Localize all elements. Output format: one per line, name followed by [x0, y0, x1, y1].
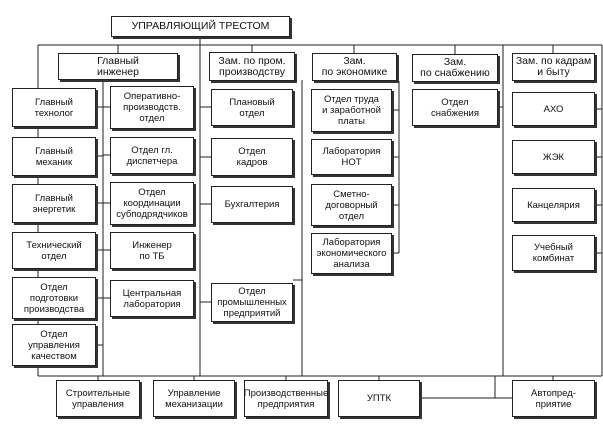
central-laboratory-box: Центральная лаборатория [110, 280, 194, 317]
technical-department-box: Технический отдел [12, 232, 96, 269]
industrial-enterprises-department-box: Отдел промышленных предприятий [211, 283, 293, 322]
motor-transport-enterprise-box: Автопред- приятие [512, 380, 595, 417]
operations-department-box: Оперативно- производств. отдел [110, 86, 194, 129]
economic-analysis-laboratory-box: Лаборатория экономического анализа [311, 233, 392, 274]
deputy-personnel-box: Зам. по кадрам и быту [512, 53, 595, 81]
subcontractor-coordination-box: Отдел координации субподрядчиков [110, 182, 194, 225]
chief-power-engineer-box: Главный энергетик [12, 184, 96, 223]
mechanization-department-box: Управление механизации [153, 380, 235, 417]
training-center-box: Учебный комбинат [512, 235, 595, 271]
labor-wages-department-box: Отдел труда и заработной платы [311, 89, 392, 132]
not-laboratory-box: Лаборатория НОТ [311, 139, 392, 175]
chief-engineer-box: Главный инженер [58, 53, 178, 80]
trust-manager-box: УПРАВЛЯЮЩИЙ ТРЕСТОМ [111, 16, 290, 37]
deputy-supply-box: Зам. по снабжению [412, 54, 498, 82]
estimate-contract-department-box: Сметно- договорный отдел [311, 184, 392, 226]
chancellery-box: Канцелярия [512, 188, 595, 222]
construction-departments-box: Строительные управления [56, 380, 140, 417]
aho-box: АХО [512, 92, 595, 126]
planning-department-box: Плановый отдел [211, 89, 293, 126]
chief-technologist-box: Главный технолог [12, 88, 96, 127]
quality-management-box: Отдел управления качеством [12, 324, 96, 366]
hr-department-box: Отдел кадров [211, 138, 293, 176]
accounting-box: Бухгалтерия [211, 186, 293, 223]
uptk-box: УПТК [338, 380, 420, 417]
deputy-economics-box: Зам. по экономике [312, 53, 397, 81]
production-enterprises-box: Производственные предприятия [244, 380, 328, 417]
supply-department-box: Отдел снабжения [412, 89, 498, 126]
production-preparation-box: Отдел подготовки производства [12, 277, 96, 319]
deputy-production-box: Зам. по пром. производству [209, 52, 295, 81]
chief-dispatcher-box: Отдел гл. диспетчера [110, 137, 194, 174]
chief-mechanic-box: Главный механик [12, 137, 96, 176]
safety-engineer-box: Инженер по ТБ [110, 232, 194, 269]
housing-office-box: ЖЭК [512, 140, 595, 174]
